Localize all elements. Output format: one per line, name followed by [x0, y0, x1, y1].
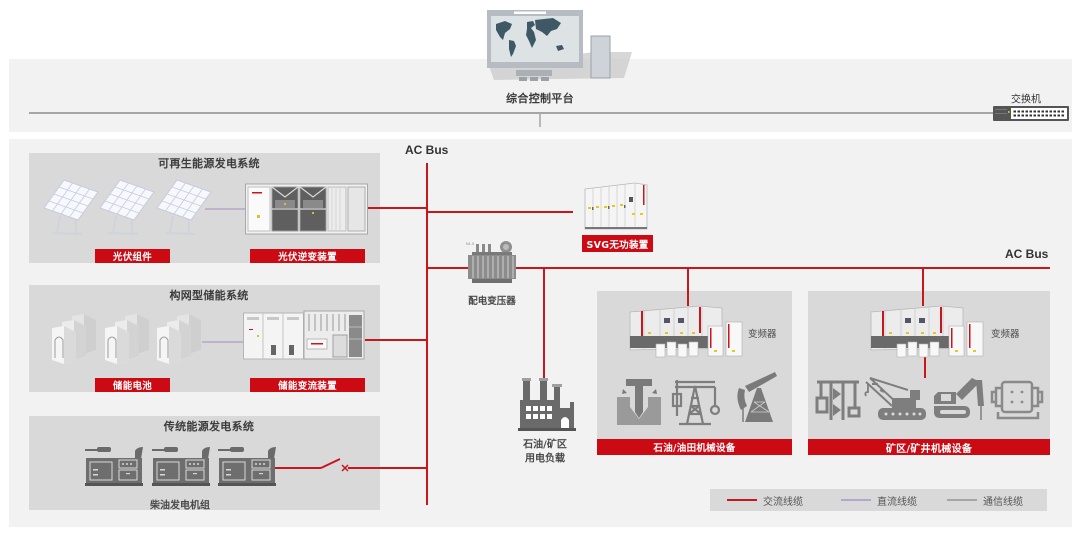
renewable-system-title: 可再生能源发电系统 — [158, 157, 260, 170]
ac-bus-label-right: AC Bus — [1005, 247, 1049, 261]
storage-system-title: 构网型储能系统 — [169, 289, 249, 302]
diesel-generator-icon — [85, 447, 143, 486]
svg-device-label: SVG无功装置 — [582, 235, 653, 252]
pv-modules-label: 光伏组件 — [95, 249, 170, 263]
mining-vfd-label: 变频器 — [991, 329, 1020, 340]
headframe-hoist-icon — [815, 380, 861, 420]
switch-label: 交换机 — [1011, 94, 1041, 106]
cable-legend: 交流线缆 直流线缆 通信线缆 — [710, 489, 1047, 511]
svg-reactive-power-cabinet-icon — [584, 182, 648, 230]
genset-label: 柴油发电机组 — [150, 500, 210, 512]
legend-item-comm: 通信线缆 — [947, 489, 1023, 511]
load-label-line2: 用电负载 — [525, 453, 565, 465]
solar-panel-icon — [43, 179, 99, 235]
excavator-icon — [934, 378, 984, 420]
storage-pcs-cabinet-icon — [243, 310, 365, 360]
battery-label: 储能电池 — [95, 378, 170, 392]
pile-driver-icon — [617, 379, 661, 425]
oil-rig-icon — [737, 372, 777, 422]
mining-equipment-title: 矿区/矿井机械设备 — [808, 439, 1050, 455]
ball-mill-icon — [990, 380, 1044, 420]
solar-panel-icon — [99, 179, 155, 235]
variable-frequency-drive-icon — [629, 305, 743, 358]
comm-cable-swatch — [947, 499, 977, 501]
ac-cable-swatch — [727, 499, 757, 501]
diesel-generator-icon — [152, 447, 210, 486]
factory-load-icon — [518, 378, 576, 431]
legend-label-dc: 直流线缆 — [877, 496, 917, 508]
diesel-generator-icon — [218, 447, 276, 486]
battery-pack-icon — [105, 314, 149, 364]
crawler-crane-icon — [864, 377, 926, 420]
traditional-system-title: 传统能源发电系统 — [163, 420, 255, 433]
distribution-transformer-icon: N1.0 — [466, 241, 516, 283]
svg-text:N1.0: N1.0 — [466, 242, 474, 246]
legend-label-ac: 交流线缆 — [763, 496, 803, 508]
legend-item-ac: 交流线缆 — [727, 489, 803, 511]
legend-label-comm: 通信线缆 — [983, 496, 1023, 508]
pumping-derrick-icon — [671, 380, 721, 426]
battery-pack-icon — [52, 314, 96, 364]
variable-frequency-drive-icon — [870, 305, 984, 358]
pv-inverter-label: 光伏逆变装置 — [250, 249, 365, 263]
ac-bus-label-main: AC Bus — [405, 143, 449, 157]
battery-pack-icon — [157, 314, 201, 364]
storage-pcs-label: 储能变流装置 — [250, 378, 365, 392]
control-platform-label: 综合控制平台 — [506, 92, 574, 105]
transformer-label: 配电变压器 — [468, 296, 516, 307]
solar-panel-icon — [156, 179, 212, 235]
legend-item-dc: 直流线缆 — [841, 489, 917, 511]
dc-cable-swatch — [841, 499, 871, 501]
computer-workstation-icon — [487, 10, 632, 81]
oil-vfd-label: 变频器 — [748, 329, 777, 340]
network-switch-icon — [993, 106, 1069, 121]
pv-inverter-container-icon — [245, 183, 368, 235]
load-label-line1: 石油/矿区 — [523, 439, 567, 451]
oil-equipment-title: 石油/油田机械设备 — [597, 439, 792, 455]
